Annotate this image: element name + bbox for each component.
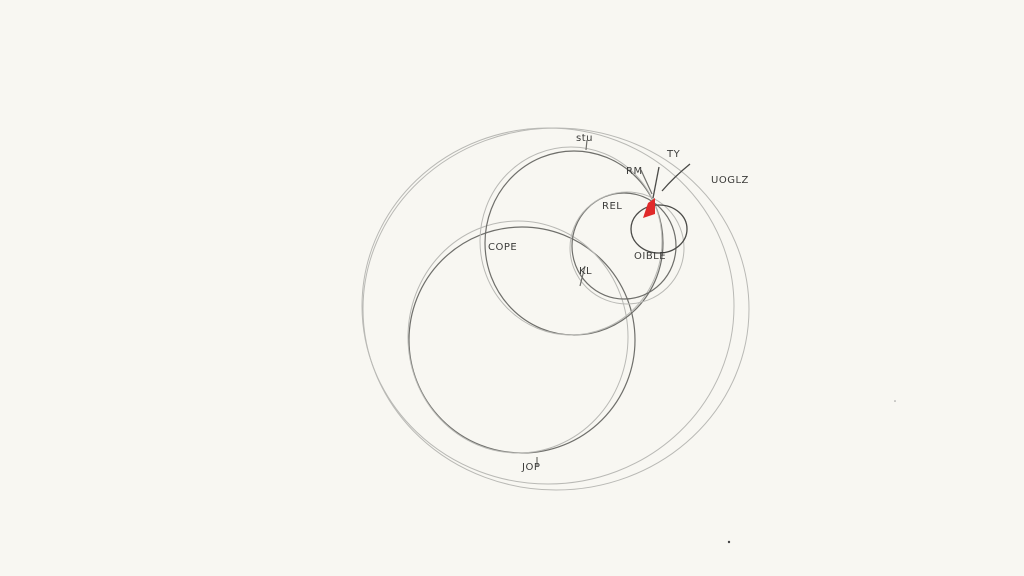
label-lower-center: OIBLE (634, 251, 666, 262)
leader-line-kl (579, 265, 586, 287)
leader-line-top-right (652, 166, 660, 199)
small-circle (630, 204, 688, 254)
pencil-dot (894, 400, 896, 402)
leader-line-right (661, 163, 691, 192)
label-top: stu (576, 133, 593, 144)
label-inner-top: RM (626, 166, 643, 177)
label-inner-left: KL (579, 266, 592, 277)
leader-line-rm (640, 169, 653, 195)
label-right: UOGLZ (711, 175, 749, 186)
mid-right-circle-trace (569, 191, 685, 305)
upper-circle-trace (479, 146, 663, 336)
lower-left-circle-trace (407, 220, 629, 454)
mid-right-circle (571, 192, 677, 300)
label-top-right: TY (666, 149, 681, 160)
tick-top (585, 139, 588, 151)
label-center: REL (602, 201, 622, 212)
red-marker (643, 198, 655, 218)
pencil-dot (727, 540, 731, 544)
label-left: COPE (488, 242, 517, 253)
label-bottom: JOP (521, 462, 540, 473)
outer-circle-trace (361, 127, 735, 485)
